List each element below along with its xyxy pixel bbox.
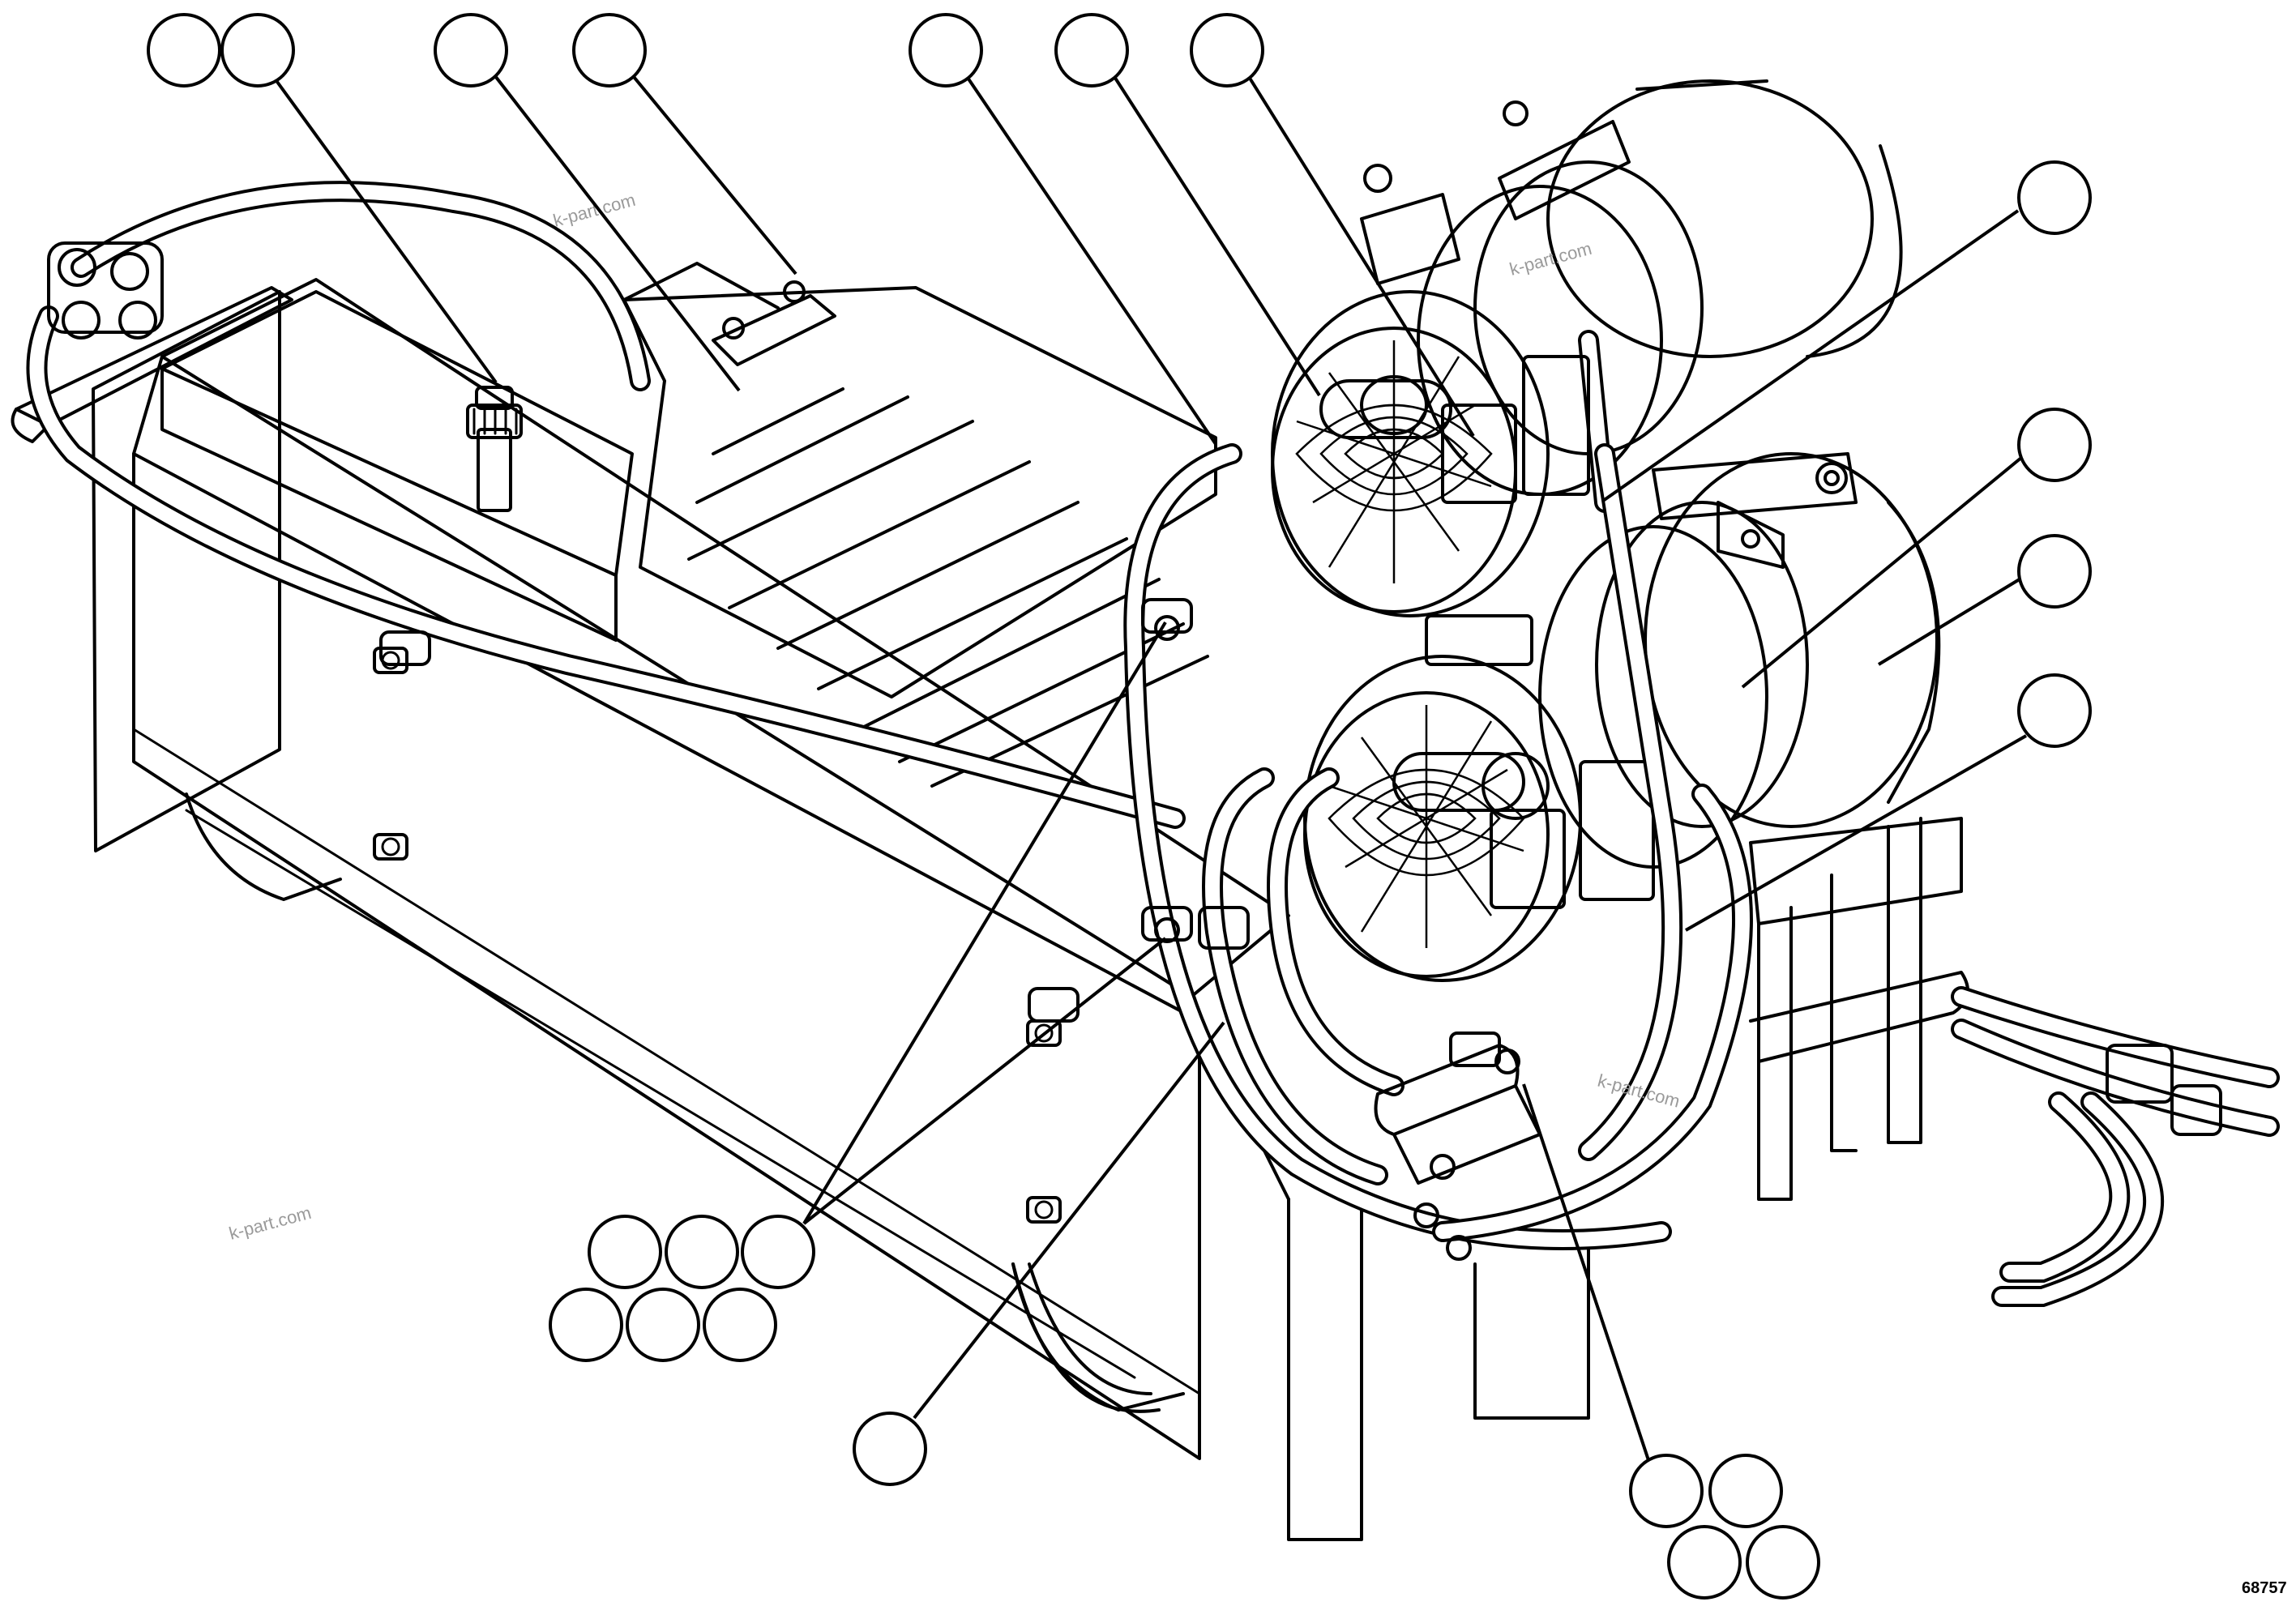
callout-c13 [665,1215,739,1289]
figure-number: 68757 [2242,1579,2287,1597]
callout-c7 [1190,13,1264,88]
callout-c8 [2017,160,2092,235]
watermarks: k-part.com k-part.com k-part.com k-part.… [227,190,1682,1244]
callouts [147,13,2092,1600]
watermark-1: k-part.com [551,190,638,231]
callout-c4 [572,13,647,88]
callout-c5 [909,13,983,88]
upper-engine [1271,79,1903,617]
lower-fan-grille [1328,705,1525,948]
slotted-cover [622,262,1217,788]
front-bolt-4 [1026,1196,1062,1224]
callout-c1 [147,13,221,88]
callout-c19 [1629,1454,1704,1528]
callout-c12 [588,1215,662,1289]
right-hose-bundle [1951,986,2280,1307]
front-hose-loops [1123,443,1753,1250]
callout-c14 [741,1215,815,1289]
leader-lines [269,71,2028,1463]
filler-cap [466,386,523,512]
callout-c2 [220,13,295,88]
callout-c3 [434,13,508,88]
callout-c20 [1708,1454,1783,1528]
callout-c18 [853,1412,927,1486]
callout-c6 [1054,13,1129,88]
callout-c15 [549,1288,623,1362]
tank-assembly [11,278,1290,1460]
callout-c21 [1667,1525,1742,1600]
callout-c10 [2017,534,2092,609]
front-bolt-2 [373,833,408,861]
lower-engine [1303,452,1941,982]
callout-c11 [2017,673,2092,748]
callout-c22 [1746,1525,1820,1600]
watermark-4: k-part.com [227,1202,314,1244]
callout-c16 [626,1288,700,1362]
callout-c17 [703,1288,777,1362]
clamp-assembly [1374,1032,1541,1261]
callout-c9 [2017,408,2092,482]
hose-top-loop [26,181,1186,1023]
